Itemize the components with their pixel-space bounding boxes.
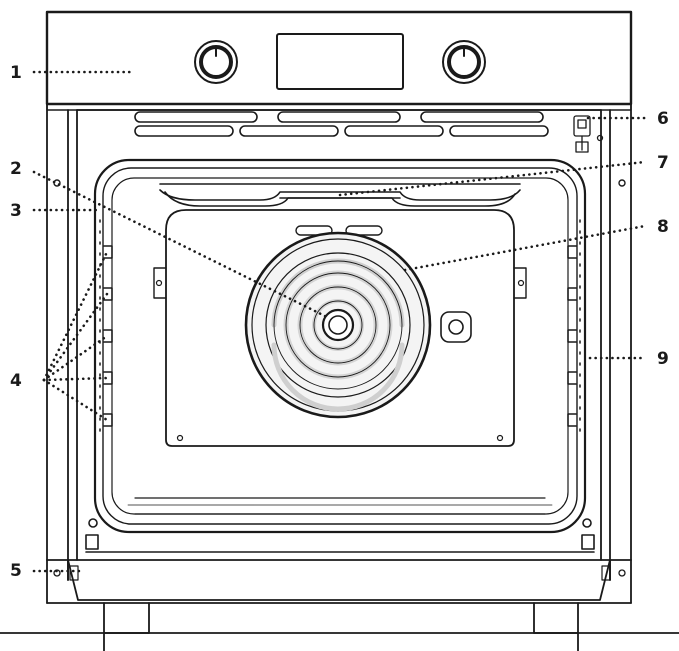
leader-4c [42, 334, 109, 382]
callout-6: 6 [657, 109, 669, 129]
callout-8: 8 [657, 217, 669, 237]
callout-labels: 1 2 3 4 5 6 7 8 9 [10, 63, 669, 581]
callout-4: 4 [10, 371, 22, 391]
oven-lamp [440, 311, 472, 343]
oven-body [46, 103, 632, 581]
callout-9: 9 [657, 349, 669, 369]
leader-8 [403, 224, 647, 272]
base-plinth [0, 602, 679, 651]
callout-1: 1 [10, 63, 22, 83]
shelf-runners-right [567, 219, 581, 441]
leader-4d [42, 376, 109, 382]
fan-cover [244, 231, 432, 419]
display-window [276, 33, 404, 90]
door-lock-mechanism [573, 115, 604, 153]
callout-2: 2 [10, 159, 22, 179]
grill-element [159, 183, 521, 207]
callout-5: 5 [10, 561, 22, 581]
door-bottom-rail [46, 559, 632, 604]
callout-3: 3 [10, 201, 22, 221]
vent-slots [134, 111, 549, 137]
callout-7: 7 [657, 153, 669, 173]
oven-cavity [93, 158, 587, 534]
leader-2 [32, 170, 331, 320]
leader-lines [32, 70, 650, 573]
door-hinge-area [85, 518, 595, 553]
leader-4a [42, 250, 109, 382]
left-knob [194, 40, 238, 84]
leader-7 [338, 160, 647, 197]
right-knob [442, 40, 486, 84]
leader-4b [42, 292, 109, 382]
shelf-runners-left [99, 219, 113, 441]
control-panel [45, 10, 633, 106]
leader-4e [42, 378, 109, 422]
